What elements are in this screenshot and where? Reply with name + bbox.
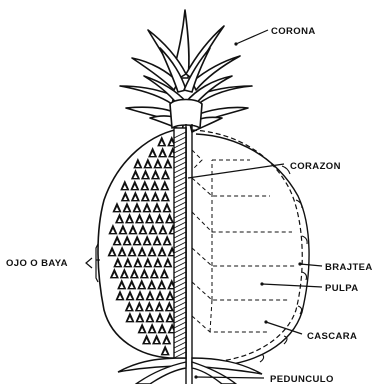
- core-column: [174, 124, 192, 384]
- label-pedunculo: PEDUNCULO: [270, 374, 334, 384]
- label-cascara: CASCARA: [307, 331, 357, 342]
- fruit-section-outline: [192, 130, 302, 362]
- label-pulpa: PULPA: [325, 283, 359, 294]
- label-corazon: CORAZON: [290, 161, 341, 172]
- pulp-chambers: [192, 150, 296, 332]
- label-ojo-o-baya: OJO O BAYA: [6, 258, 68, 269]
- label-corona: CORONA: [271, 26, 316, 37]
- crown-leaves: [120, 10, 252, 132]
- label-bractea: BRAJTEA: [325, 262, 373, 273]
